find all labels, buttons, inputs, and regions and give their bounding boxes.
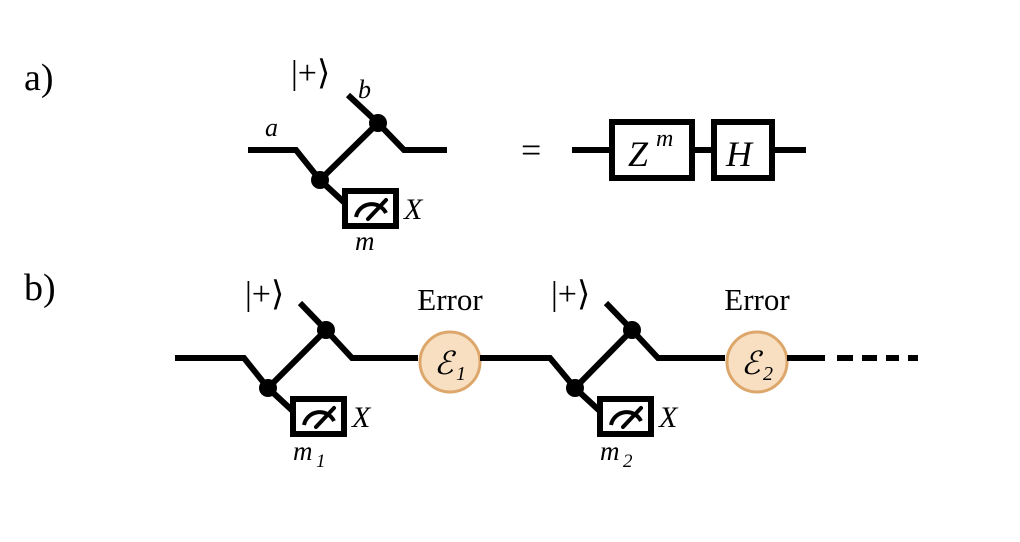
meter-gauge-icon-b2 (609, 410, 643, 426)
ancilla-ket-label-b2: |+⟩ (551, 276, 590, 313)
meter-box-b2 (597, 396, 654, 437)
error-circle-2 (725, 330, 789, 394)
junction-node-upper-a (369, 114, 387, 132)
error-subscript-1: 1 (456, 363, 466, 385)
measure-outcome-label-a: m (355, 226, 375, 256)
error-channel-1: Error ℰ 1 (417, 282, 483, 394)
wire-label-b: b (358, 75, 371, 104)
link-wire-b1-to-b2 (480, 355, 578, 390)
connector-wire-b1 (265, 327, 329, 391)
error-caption-1: Error (417, 282, 483, 317)
measurement-gate-b1: X m 1 (290, 396, 372, 472)
error-subscript-2: 2 (763, 363, 773, 385)
z-power-m-gate-base-label: Z (628, 134, 649, 174)
hadamard-gate-box (711, 119, 775, 181)
meter-gauge-icon-a (354, 202, 388, 218)
measure-basis-label-b1: X (351, 401, 372, 434)
measure-outcome-subscript-b1: 1 (316, 451, 326, 472)
error-symbol-1: ℰ (434, 345, 457, 381)
junction-node-lower-b1 (259, 379, 277, 397)
input-wire-b1 (175, 355, 271, 390)
measurement-gate-b2: X m 2 (597, 396, 679, 472)
meter-needle-icon-b1 (314, 406, 336, 429)
measure-outcome-subscript-b2: 2 (623, 451, 633, 472)
meter-needle-icon-a (366, 198, 388, 221)
junction-node-lower-a (311, 171, 329, 189)
measurement-gate-a: X m (342, 188, 424, 256)
connector-wire-a (317, 120, 381, 183)
meter-needle-icon-b2 (621, 406, 643, 429)
z-power-m-gate-exponent-label: m (656, 126, 673, 152)
panel-b-label: b) (24, 267, 56, 309)
panel-a: a) |+⟩ b a (24, 55, 806, 256)
meter-gauge-icon-b1 (302, 410, 336, 426)
output-wire-b1 (323, 327, 418, 361)
junction-node-lower-b2 (566, 379, 584, 397)
z-power-m-gate: Z m (609, 119, 695, 181)
output-wire-a (375, 120, 447, 153)
output-wire-b2 (629, 327, 725, 361)
measure-basis-label-a: X (403, 193, 424, 226)
panel-a-right-circuit: Z m H (572, 119, 806, 181)
panel-b-repeat-unit-1: |+⟩ X (175, 276, 578, 472)
error-symbol-2: ℰ (741, 345, 764, 381)
connector-wire-b2 (572, 327, 635, 391)
measure-basis-label-b2: X (658, 401, 679, 434)
panel-a-label: a) (24, 57, 54, 99)
hadamard-gate-base-label: H (725, 134, 754, 174)
measure-outcome-label-b1: m (293, 436, 313, 466)
panel-b: b) |+⟩ (24, 267, 918, 472)
z-power-m-gate-box (609, 119, 695, 181)
equals-sign-a: = (521, 130, 541, 170)
ancilla-ket-label-a: |+⟩ (291, 55, 330, 92)
ancilla-ket-label-b1: |+⟩ (245, 276, 284, 313)
error-channel-2: Error ℰ 2 (724, 282, 790, 394)
junction-node-upper-b1 (317, 321, 335, 339)
input-wire-a (248, 147, 323, 182)
measure-outcome-label-b2: m (600, 436, 620, 466)
meter-box-b1 (290, 396, 347, 437)
wire-label-a: a (265, 113, 278, 142)
hadamard-gate: H (711, 119, 775, 181)
error-caption-2: Error (724, 282, 790, 317)
meter-box-a (342, 188, 399, 229)
panel-b-repeat-unit-2: |+⟩ X m 2 (551, 276, 790, 472)
panel-a-left-circuit: |+⟩ b a (248, 55, 447, 256)
junction-node-upper-b2 (623, 321, 641, 339)
error-circle-1 (418, 330, 482, 394)
